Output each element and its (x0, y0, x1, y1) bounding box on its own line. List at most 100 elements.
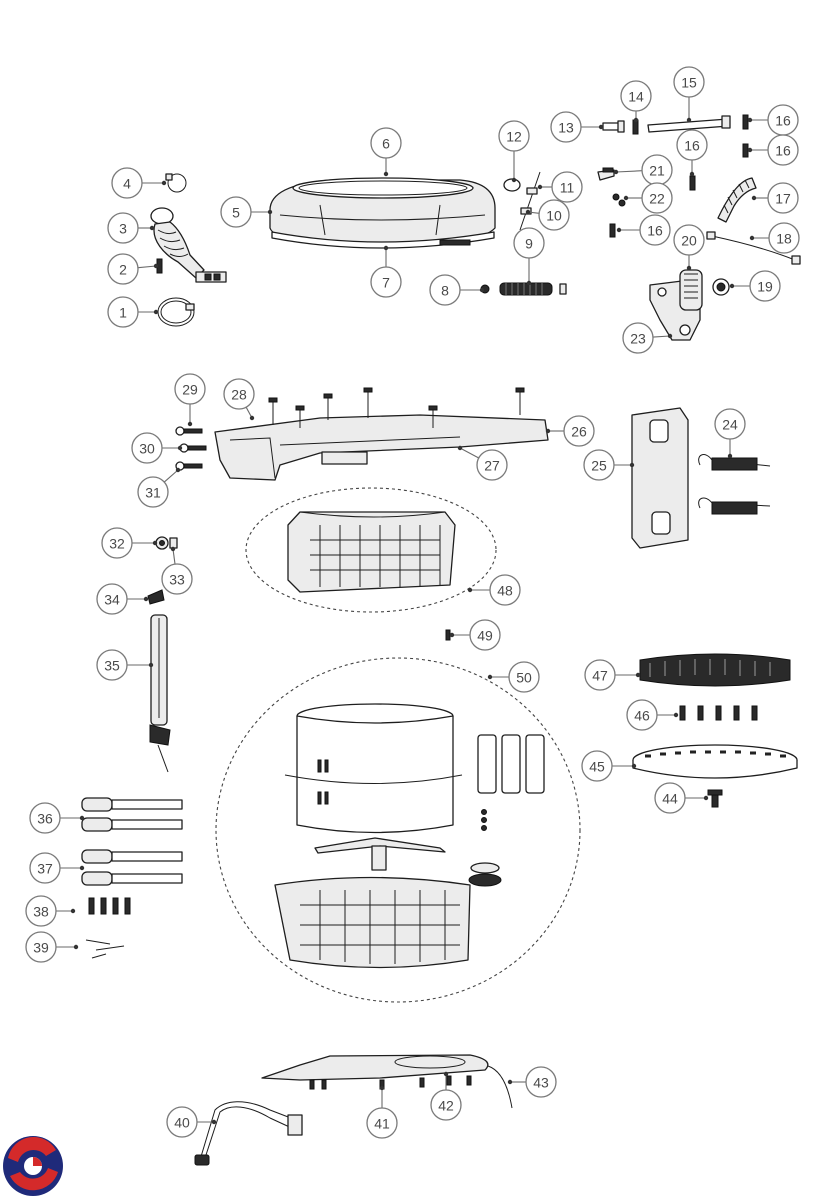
callout-18: 18 (768, 222, 800, 254)
callout-number: 36 (37, 811, 53, 827)
callout-16d: 16 (639, 214, 671, 246)
callout-circle (430, 1089, 462, 1121)
callout-circle (223, 378, 255, 410)
callout-32: 32 (101, 527, 133, 559)
callout-number: 33 (169, 572, 185, 588)
callout-28: 28 (223, 378, 255, 410)
callout-number: 3 (119, 221, 127, 237)
leader-dot-45 (631, 763, 637, 769)
callout-14: 14 (620, 80, 652, 112)
group-48-outline (245, 487, 497, 613)
callout-number: 5 (232, 205, 240, 221)
callout-circle (641, 182, 673, 214)
callout-number: 30 (139, 441, 155, 457)
leader-dot-4 (161, 180, 167, 186)
callout-circle (749, 270, 781, 302)
brand-logo (3, 1136, 63, 1196)
leader-dot-21 (613, 169, 619, 175)
callout-10: 10 (538, 199, 570, 231)
leader-line-27 (459, 447, 480, 459)
callout-circle (220, 196, 252, 228)
callout-circle (581, 750, 613, 782)
callout-number: 8 (441, 283, 449, 299)
part-37-shock-absorbers (81, 849, 183, 886)
callout-21: 21 (641, 154, 673, 186)
callout-circle (101, 527, 133, 559)
leader-dot-2 (153, 263, 159, 269)
callout-circle (551, 171, 583, 203)
leader-dot-10 (525, 209, 531, 215)
callout-circle (469, 619, 501, 651)
part-43-cable (487, 1065, 513, 1109)
callout-16c: 16 (676, 129, 708, 161)
leader-dot-16c (689, 171, 695, 177)
callout-circle (174, 373, 206, 405)
callout-circle (29, 802, 61, 834)
callout-number: 9 (525, 236, 533, 252)
part-45-rotor (632, 744, 798, 779)
callout-number: 6 (382, 136, 390, 152)
callout-circle (29, 852, 61, 884)
callout-number: 16 (647, 223, 663, 239)
leader-dot-43 (507, 1079, 513, 1085)
callout-number: 24 (722, 417, 738, 433)
part-40-wire-harness (194, 1101, 303, 1166)
leader-dot-46 (673, 712, 679, 718)
leader-dot-42 (443, 1071, 449, 1077)
callout-circle (107, 212, 139, 244)
leader-dot-20 (686, 265, 692, 271)
callout-40: 40 (166, 1106, 198, 1138)
callout-19: 19 (749, 270, 781, 302)
callout-circle (366, 1107, 398, 1139)
leader-dot-26 (545, 428, 551, 434)
leader-dot-5 (267, 209, 273, 215)
part-34-clip (147, 589, 165, 605)
callout-number: 1 (119, 305, 127, 321)
callout-circle (583, 449, 615, 481)
leader-dot-9 (526, 280, 532, 286)
part-25-side-panel (631, 407, 689, 549)
part-1-hose-clamp (157, 297, 195, 327)
part-50-drum (284, 703, 463, 834)
leader-line-2 (137, 265, 157, 269)
callout-number: 38 (33, 904, 49, 920)
callout-42: 42 (430, 1089, 462, 1121)
part-47-stator (639, 653, 791, 687)
callout-circle (429, 274, 461, 306)
callout-number: 13 (558, 120, 574, 136)
leader-dot-32 (152, 540, 158, 546)
callout-circle (498, 120, 530, 152)
leader-dot-38 (70, 908, 76, 914)
callout-50: 50 (508, 661, 540, 693)
callout-circle (676, 129, 708, 161)
callout-circle (370, 127, 402, 159)
callout-circle (107, 296, 139, 328)
leader-dot-18 (749, 235, 755, 241)
leader-dot-34 (143, 596, 149, 602)
leader-dot-31 (175, 467, 181, 473)
callout-number: 16 (775, 113, 791, 129)
part-50-lifters (477, 734, 545, 794)
callout-number: 20 (681, 233, 697, 249)
callout-number: 15 (681, 75, 697, 91)
callout-circle (673, 224, 705, 256)
leader-dot-50 (487, 674, 493, 680)
leader-dot-24 (727, 453, 733, 459)
callout-number: 32 (109, 536, 125, 552)
part-38-screws (88, 897, 131, 915)
leader-dot-39 (73, 944, 79, 950)
callout-11: 11 (551, 171, 583, 203)
callout-5: 5 (220, 196, 252, 228)
callout-circle (513, 227, 545, 259)
callout-16: 16 (767, 104, 799, 136)
part-26-27-28-top-frame (214, 387, 549, 481)
part-4-clip-ring (165, 173, 187, 193)
leader-line-33 (172, 548, 176, 565)
leader-dot-15 (686, 117, 692, 123)
callout-circle (620, 80, 652, 112)
callout-circle (508, 661, 540, 693)
part-49-screw (445, 629, 451, 641)
callout-number: 48 (497, 583, 513, 599)
callout-45: 45 (581, 750, 613, 782)
